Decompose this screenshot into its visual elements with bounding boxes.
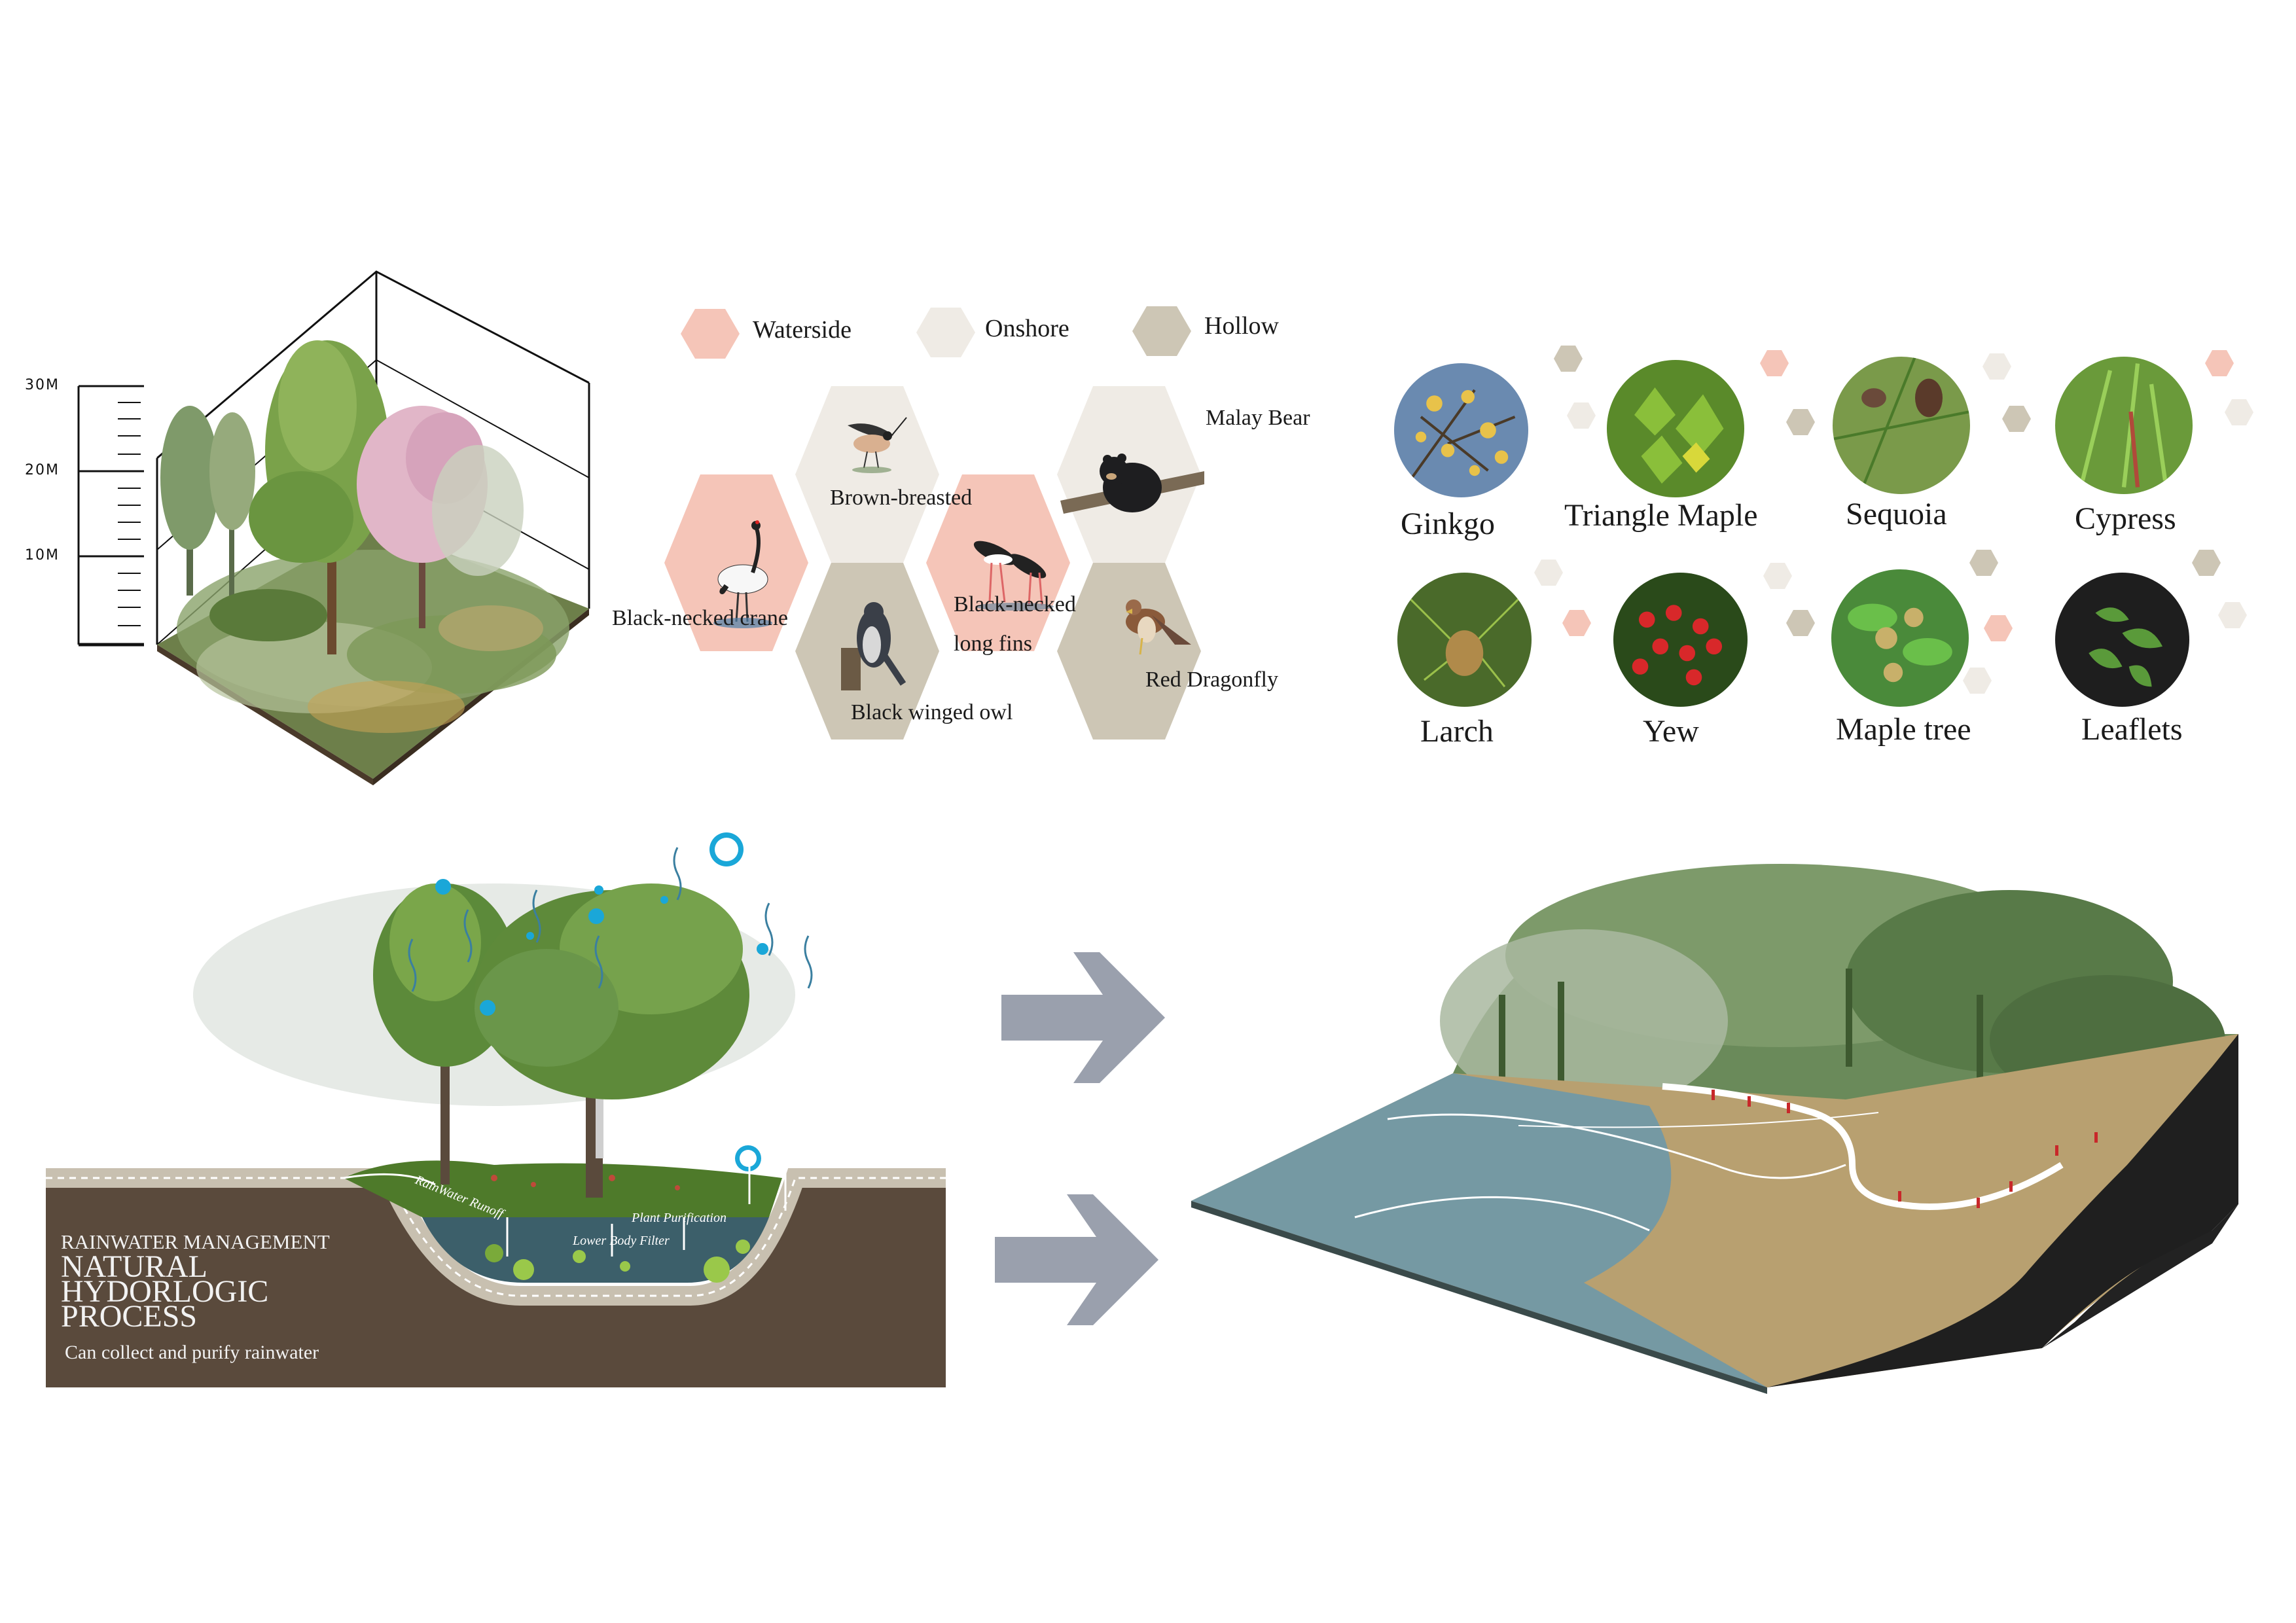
scale-label-30m: 30M bbox=[25, 377, 60, 393]
lower-body-filter-label: Lower Body Filter bbox=[573, 1234, 670, 1248]
label-yew: Yew bbox=[1643, 714, 1699, 749]
legend-waterside-swatch bbox=[681, 309, 740, 359]
hydrologic-section: RAINWATER MANAGEMENT NATURAL HYDORLOGIC … bbox=[36, 812, 985, 1400]
label-triangle-maple: Triangle Maple bbox=[1564, 498, 1758, 533]
label-cypress: Cypress bbox=[2075, 501, 2176, 536]
sequoia-photo bbox=[1833, 357, 1970, 494]
hillside-section bbox=[1767, 1034, 2238, 1387]
hex-black-necked-long-fins bbox=[926, 474, 1070, 651]
evaporation-arrows bbox=[408, 847, 813, 992]
trail-path bbox=[1662, 1083, 2064, 1210]
hex-black-winged-owl bbox=[795, 563, 939, 740]
hex-brown-breasted bbox=[795, 386, 939, 563]
label-ginkgo: Ginkgo bbox=[1401, 507, 1495, 541]
larch-photo bbox=[1397, 573, 1532, 707]
leaflets-photo bbox=[2055, 573, 2189, 707]
legend-waterside-label: Waterside bbox=[753, 316, 852, 344]
label-black-necked-long-fins-2: long fins bbox=[954, 632, 1032, 656]
plant-purification-label: Plant Purification bbox=[632, 1211, 726, 1225]
label-red-dragonfly: Red Dragonfly bbox=[1145, 668, 1279, 692]
hex-malay-bear bbox=[1057, 386, 1204, 563]
vegetation bbox=[160, 340, 569, 733]
label-black-winged-owl: Black winged owl bbox=[851, 700, 1013, 724]
triangle-maple-photo bbox=[1607, 360, 1744, 497]
label-brown-breasted: Brown-breasted bbox=[830, 486, 973, 510]
ginkgo-photo bbox=[1394, 363, 1528, 497]
tree-species-panel: Ginkgo Triangle Maple Sequoia Cypress La… bbox=[1361, 327, 2278, 772]
legend-onshore-swatch bbox=[916, 308, 975, 357]
legend-hollow-label: Hollow bbox=[1204, 312, 1279, 340]
label-sequoia: Sequoia bbox=[1846, 497, 1947, 531]
habitat-legend: Waterside Onshore Hollow bbox=[681, 301, 1335, 360]
yew-photo bbox=[1613, 573, 1748, 707]
hex-red-dragonfly bbox=[1057, 563, 1201, 740]
label-maple-tree: Maple tree bbox=[1836, 712, 1971, 747]
label-black-necked-long-fins-1: Black-necked bbox=[954, 592, 1076, 616]
hex-black-necked-crane bbox=[664, 474, 808, 651]
species-hex-grid: Black-necked crane Brown-breasted Black … bbox=[612, 386, 1335, 753]
hydrologic-illustration bbox=[46, 832, 946, 1387]
maple-tree-photo bbox=[1831, 569, 1969, 707]
water-surface bbox=[1191, 1073, 1767, 1387]
oxygen-bubbles bbox=[435, 832, 768, 1171]
terrain-block-diagram bbox=[1191, 825, 2265, 1400]
label-leaflets: Leaflets bbox=[2081, 712, 2183, 747]
terrain-illustration bbox=[1191, 864, 2238, 1394]
label-larch: Larch bbox=[1420, 714, 1494, 749]
arrow-pair bbox=[995, 952, 1165, 1325]
legend-onshore-label: Onshore bbox=[985, 315, 1069, 342]
height-scale-ruler bbox=[77, 385, 144, 647]
forest-cube-illustration bbox=[77, 270, 590, 785]
nutrient-markers bbox=[485, 1240, 750, 1283]
natural-title: NATURAL bbox=[61, 1249, 207, 1284]
arrow-top bbox=[1001, 952, 1165, 1083]
rainwater-management-heading: RAINWATER MANAGEMENT bbox=[61, 1230, 330, 1253]
label-malay-bear: Malay Bear bbox=[1206, 406, 1310, 430]
process-title: PROCESS bbox=[61, 1299, 198, 1334]
label-black-necked-crane: Black-necked crane bbox=[612, 606, 788, 630]
scale-label-10m: 10M bbox=[25, 547, 60, 563]
hydrology-caption: Can collect and purify rainwater bbox=[65, 1342, 319, 1363]
hydorlogic-title: HYDORLOGIC bbox=[61, 1274, 269, 1309]
soil-block bbox=[46, 1178, 946, 1387]
arrow-bottom bbox=[995, 1194, 1158, 1325]
scale-label-20m: 20M bbox=[25, 462, 60, 478]
flow-arrows bbox=[995, 936, 1191, 1329]
species-hexagons bbox=[664, 386, 1204, 740]
legend-hollow-swatch bbox=[1132, 306, 1191, 356]
water-basin bbox=[422, 1217, 769, 1283]
people-markers bbox=[1712, 1090, 2098, 1208]
decorative-hexes bbox=[1534, 346, 2253, 694]
cypress-photo bbox=[2055, 357, 2193, 494]
forest-cube-diagram: 30M 20M 10M bbox=[20, 262, 609, 785]
